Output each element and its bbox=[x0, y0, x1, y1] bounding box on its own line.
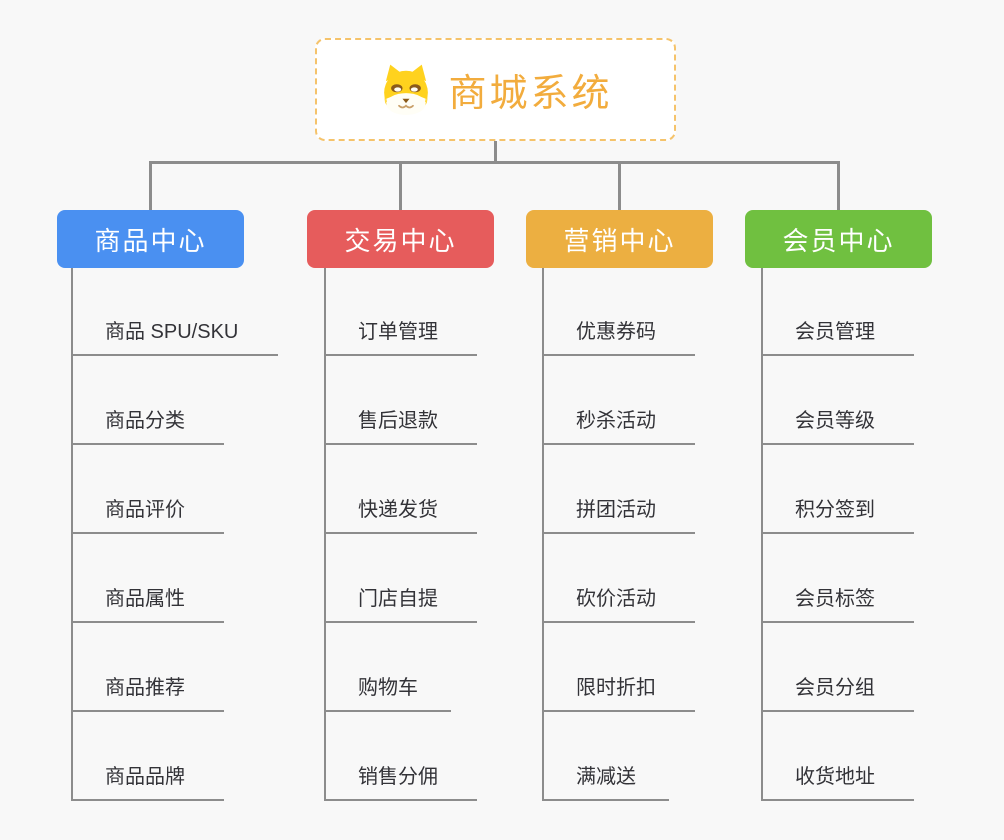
column-trunk-connector bbox=[542, 268, 544, 801]
branch-label: 会员中心 bbox=[782, 225, 895, 256]
branch-crossbar-connector bbox=[149, 161, 840, 164]
node-item[interactable]: 限时折扣 bbox=[542, 674, 695, 712]
branch-box-member[interactable]: 会员中心 bbox=[745, 210, 932, 268]
node-item[interactable]: 拼团活动 bbox=[542, 496, 695, 534]
node-item[interactable]: 商品属性 bbox=[71, 585, 224, 623]
node-item[interactable]: 快递发货 bbox=[324, 496, 477, 534]
node-item[interactable]: 购物车 bbox=[324, 674, 451, 712]
node-item[interactable]: 收货地址 bbox=[761, 763, 914, 801]
node-item[interactable]: 会员标签 bbox=[761, 585, 914, 623]
branch-box-product[interactable]: 商品中心 bbox=[57, 210, 244, 268]
dog-face-icon bbox=[384, 64, 429, 115]
node-item[interactable]: 商品 SPU/SKU bbox=[71, 318, 278, 356]
node-item[interactable]: 会员分组 bbox=[761, 674, 914, 712]
column-trunk-connector bbox=[324, 268, 326, 801]
root-title: 商城系统 bbox=[448, 73, 613, 115]
node-item[interactable]: 销售分佣 bbox=[324, 763, 477, 801]
branch-label: 营销中心 bbox=[563, 225, 676, 256]
node-item[interactable]: 售后退款 bbox=[324, 407, 477, 445]
branch-stub-connector bbox=[618, 161, 621, 210]
node-item[interactable]: 商品评价 bbox=[71, 496, 224, 534]
branch-stub-connector bbox=[837, 161, 840, 210]
column-trunk-connector bbox=[761, 268, 763, 801]
branch-stub-connector bbox=[149, 161, 152, 210]
node-item[interactable]: 商品品牌 bbox=[71, 763, 224, 801]
branch-box-trade[interactable]: 交易中心 bbox=[307, 210, 494, 268]
column-trunk-connector bbox=[71, 268, 73, 801]
node-item[interactable]: 满减送 bbox=[542, 763, 669, 801]
root-node[interactable]: 商城系统 bbox=[315, 38, 676, 141]
node-item[interactable]: 砍价活动 bbox=[542, 585, 695, 623]
node-item[interactable]: 秒杀活动 bbox=[542, 407, 695, 445]
branch-label: 商品中心 bbox=[94, 225, 207, 256]
node-item[interactable]: 商品推荐 bbox=[71, 674, 224, 712]
node-item[interactable]: 会员管理 bbox=[761, 318, 914, 356]
node-item[interactable]: 订单管理 bbox=[324, 318, 477, 356]
node-item[interactable]: 优惠券码 bbox=[542, 318, 695, 356]
branch-stub-connector bbox=[399, 161, 402, 210]
branch-box-marketing[interactable]: 营销中心 bbox=[526, 210, 713, 268]
root-stem-connector bbox=[494, 141, 497, 163]
node-item[interactable]: 门店自提 bbox=[324, 585, 477, 623]
node-item[interactable]: 会员等级 bbox=[761, 407, 914, 445]
node-item[interactable]: 商品分类 bbox=[71, 407, 224, 445]
node-item[interactable]: 积分签到 bbox=[761, 496, 914, 534]
branch-label: 交易中心 bbox=[344, 225, 457, 256]
